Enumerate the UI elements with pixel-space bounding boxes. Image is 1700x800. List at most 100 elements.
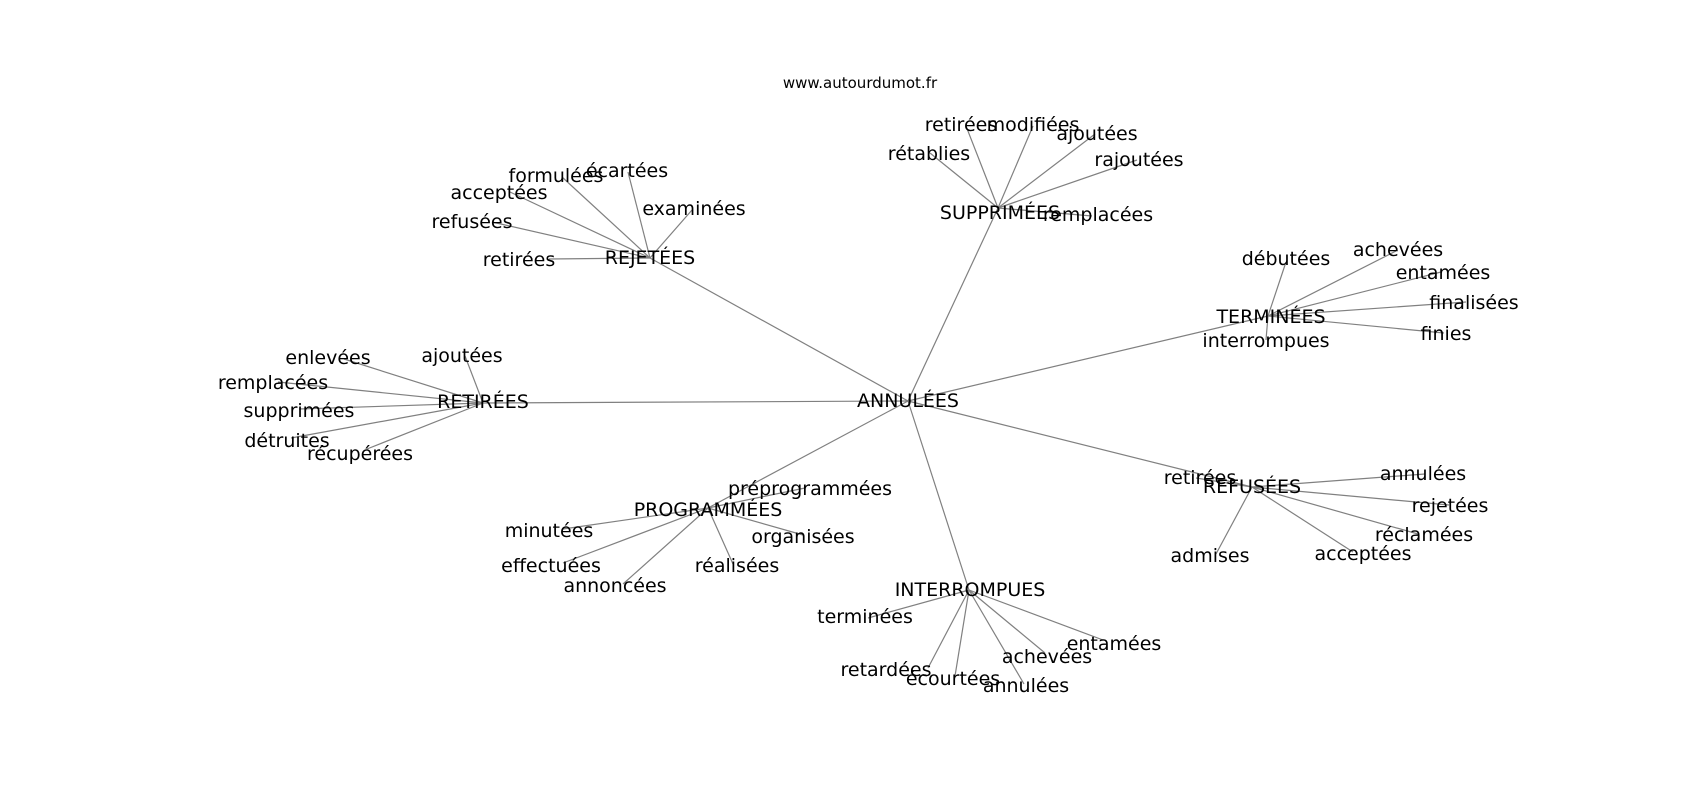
- leaf-label: supprimées: [244, 400, 355, 422]
- leaf-label: achevées: [1353, 239, 1443, 261]
- leaf-label: acceptées: [1314, 543, 1411, 565]
- leaf-label: préprogrammées: [728, 478, 892, 500]
- edge-programmees-leaf-4: [707, 507, 734, 565]
- leaf-label: modifiées: [987, 114, 1080, 136]
- edge-programmees-leaf-1: [562, 507, 709, 530]
- leaf-label: remplacées: [218, 372, 328, 394]
- edge-retirees-leaf-3: [298, 402, 484, 410]
- leaf-label: achevées: [1002, 646, 1092, 668]
- edge-interrompues-leaf-0: [867, 589, 970, 619]
- edge-terminees-leaf-4: [1267, 315, 1445, 334]
- edge-interrompues-leaf-5: [968, 589, 1025, 685]
- leaf-label: refusées: [432, 211, 513, 233]
- leaf-label: ajoutées: [1056, 123, 1137, 145]
- leaf-label: récupérées: [307, 443, 413, 465]
- center-node-label: ANNULÉES: [857, 389, 959, 412]
- edge-center-retirees: [482, 400, 909, 404]
- edge-center-refusees: [907, 400, 1253, 488]
- leaf-label: admises: [1171, 545, 1250, 567]
- edge-retirees-leaf-4: [290, 402, 484, 439]
- cluster-label-supprimees: SUPPRIMÉES: [940, 201, 1060, 224]
- leaf-label: finies: [1421, 323, 1472, 345]
- leaf-label: réalisées: [695, 555, 779, 577]
- edge-retirees-leaf-1: [464, 355, 484, 404]
- edge-refusees-leaf-2: [1251, 486, 1450, 506]
- edge-center-supprimees: [907, 207, 999, 402]
- leaf-label: retirées: [1164, 467, 1236, 489]
- leaf-label: détruites: [244, 430, 329, 452]
- cluster-label-rejetees: REJETÉES: [605, 246, 696, 269]
- cluster-label-interrompues: INTERROMPUES: [895, 579, 1046, 601]
- edge-rejetees-leaf-4: [491, 221, 651, 259]
- edge-center-terminees: [907, 315, 1269, 402]
- leaf-label: minutées: [505, 520, 594, 542]
- leaf-label: retirées: [925, 114, 997, 136]
- leaf-label: annulées: [1380, 463, 1466, 485]
- edge-supprimees-leaf-4: [997, 159, 1138, 209]
- edge-interrompues-leaf-1: [968, 589, 1104, 641]
- leaf-label: rajoutées: [1094, 149, 1183, 171]
- leaf-label: rejetées: [1412, 495, 1489, 517]
- edge-terminees-leaf-2: [1267, 271, 1442, 317]
- edge-retirees-leaf-0: [343, 358, 484, 404]
- edge-programmees-leaf-3: [562, 507, 709, 564]
- leaf-label: retirées: [483, 249, 555, 271]
- cluster-label-terminees: TERMINÉES: [1215, 305, 1325, 328]
- leaf-label: débutées: [1242, 248, 1331, 270]
- edge-interrompues-leaf-2: [968, 589, 1046, 654]
- leaf-label: rétablies: [888, 143, 970, 165]
- cluster-label-programmees: PROGRAMMÉES: [634, 498, 783, 521]
- edge-rejetees-leaf-1: [627, 171, 651, 259]
- edge-rejetees-leaf-5: [548, 257, 651, 260]
- leaf-label: finalisées: [1429, 292, 1518, 314]
- edge-programmees-leaf-2: [707, 507, 804, 536]
- cluster-label-refusees: REFUSÉES: [1203, 475, 1301, 498]
- edge-terminees-leaf-1: [1267, 250, 1397, 317]
- edge-terminees-leaf-5: [1265, 315, 1269, 341]
- edge-supprimees-leaf-0: [965, 125, 999, 209]
- leaf-label: enlevées: [285, 347, 370, 369]
- site-label: www.autourdumot.fr: [783, 74, 938, 92]
- edge-refusees-leaf-5: [1251, 486, 1354, 553]
- edge-retirees-leaf-2: [277, 381, 484, 404]
- edge-rejetees-leaf-2: [509, 191, 651, 259]
- edge-rejetees-leaf-3: [649, 209, 693, 259]
- leaf-label: examinées: [642, 198, 745, 220]
- leaf-label: terminées: [817, 606, 913, 628]
- edge-refusees-leaf-1: [1251, 473, 1426, 488]
- leaf-label: formulées: [509, 165, 604, 187]
- leaf-label: annulées: [983, 675, 1069, 697]
- edge-center-interrompues: [907, 400, 970, 591]
- leaf-label: réclamées: [1375, 524, 1473, 546]
- leaf-label: acceptées: [450, 182, 547, 204]
- edge-supprimees-leaf-5: [997, 207, 1093, 217]
- edge-programmees-leaf-0: [707, 487, 806, 509]
- edge-refusees-leaf-4: [1215, 486, 1253, 555]
- leaf-label: écourtées: [906, 668, 1000, 690]
- leaf-label: entamées: [1396, 262, 1491, 284]
- cluster-label-retirees: RETIRÉES: [437, 390, 529, 413]
- leaf-label: organisées: [751, 526, 854, 548]
- leaf-label: entamées: [1067, 633, 1162, 655]
- leaf-label: effectuées: [501, 555, 601, 577]
- leaf-label: interrompues: [1202, 330, 1329, 352]
- leaf-label: retardées: [841, 659, 932, 681]
- edge-rejetees-leaf-0: [561, 176, 651, 259]
- edge-terminees-leaf-3: [1267, 301, 1467, 317]
- edge-programmees-leaf-5: [622, 507, 709, 585]
- edge-interrompues-leaf-4: [954, 589, 970, 677]
- edge-supprimees-leaf-3: [997, 133, 1096, 209]
- leaf-label: ajoutées: [421, 345, 502, 367]
- edge-supprimees-leaf-1: [997, 125, 1034, 209]
- edge-refusees-leaf-3: [1251, 486, 1419, 535]
- edge-retirees-leaf-5: [366, 402, 484, 450]
- leaf-label: annoncées: [563, 575, 666, 597]
- edge-supprimees-leaf-2: [929, 152, 999, 209]
- leaf-label: écartées: [586, 160, 668, 182]
- edge-refusees-leaf-0: [1195, 477, 1253, 488]
- edge-center-rejetees: [649, 257, 909, 402]
- leaf-label: remplacées: [1043, 204, 1153, 226]
- edge-interrompues-leaf-3: [927, 589, 970, 669]
